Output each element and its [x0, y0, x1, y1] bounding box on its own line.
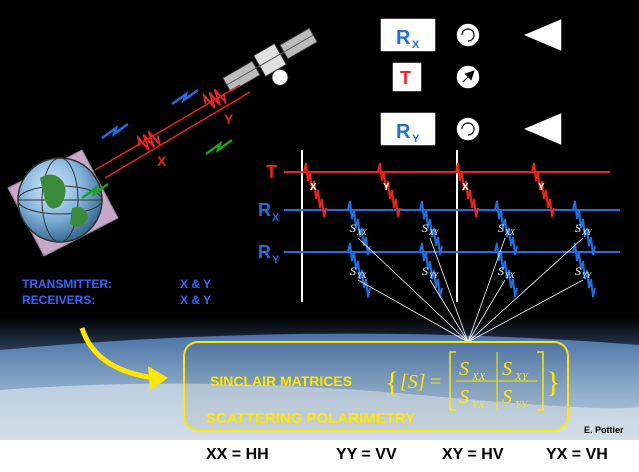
convergence-lines — [357, 237, 584, 343]
transmitter-label: TRANSMITTER: — [22, 277, 112, 291]
footer-eq-hv: XY = HV — [442, 446, 504, 463]
rx-s-sub: XY — [428, 228, 440, 237]
ry-s-sub: YX — [357, 271, 367, 280]
ry-s-sub: YX — [505, 271, 515, 280]
row-rx-label: R — [258, 200, 271, 220]
rx-pulse-icon — [419, 200, 443, 256]
tx-mark-label: X — [462, 182, 469, 193]
lightning-arrow-icon — [171, 88, 199, 106]
radar-block-diagram: R X T R Y A X A Y — [379, 16, 563, 148]
sinclair-label: SINCLAIR MATRICES — [210, 373, 352, 389]
rx-block-label: R — [396, 27, 411, 49]
ry-block-sub: Y — [412, 133, 420, 145]
ry-s-label: S — [498, 264, 504, 278]
rx-s-sub: XX — [504, 228, 516, 237]
rx-s-label: S — [498, 221, 504, 235]
matrix-s11-sub: XX — [471, 371, 487, 383]
pulse-x-label: X — [157, 153, 167, 169]
ry-s-sub: YY — [429, 271, 439, 280]
ry-s-label: S — [422, 264, 428, 278]
matrix-brace-left: { — [385, 366, 399, 399]
ry-s-label: S — [575, 264, 581, 278]
polarimetry-diagram: X Y R X T R Y A X A Y — [0, 16, 639, 440]
matrix-s22-sub: YY — [515, 399, 529, 411]
tx-pulse-icon — [455, 162, 479, 218]
matrix-s22: S — [502, 386, 512, 408]
tx-mark-label: Y — [538, 182, 545, 193]
matrix-s21-sub: YX — [472, 399, 486, 411]
pulse-y-icon — [202, 88, 227, 109]
ry-pulse-icon — [494, 242, 518, 298]
lightning-arrow-icon — [81, 182, 109, 200]
lightning-arrow-icon — [205, 138, 233, 156]
antenna-x-icon — [520, 16, 563, 54]
rx-pulse-icon — [572, 200, 596, 256]
transmitter-value: X & Y — [180, 277, 211, 291]
rx-pulse-icon — [347, 200, 371, 256]
lightning-arrow-icon — [101, 122, 129, 140]
beam-line — [104, 91, 251, 179]
matrix-s21: S — [459, 386, 469, 408]
ry-pulse-icon — [572, 242, 596, 298]
credit-label: E. Pottier — [584, 425, 624, 435]
formula-lhs: [S] — [400, 371, 426, 393]
row-ry-sub: Y — [272, 254, 280, 266]
footer-eq-vh: YX = VH — [546, 446, 608, 463]
ry-s-label: S — [350, 264, 356, 278]
ry-pulse-icon — [419, 242, 443, 298]
ry-s-sub: YY — [582, 271, 592, 280]
ry-block-label: R — [396, 121, 411, 143]
pulse-y-label: Y — [224, 111, 234, 127]
matrix-brace-right: } — [546, 366, 560, 399]
ry-block — [379, 111, 437, 147]
matrix-s12-sub: XY — [514, 371, 530, 383]
row-ry-label: R — [258, 242, 271, 262]
antenna-y-sub: Y — [547, 101, 555, 113]
tx-pulse-icon — [303, 162, 327, 218]
cloud-layer — [0, 383, 639, 440]
slide: X Y R X T R Y A X A Y — [0, 0, 639, 440]
rx-block-sub: X — [412, 39, 420, 51]
antenna-y-icon — [520, 110, 563, 148]
receivers-label: RECEIVERS: — [22, 293, 95, 307]
globe-icon — [7, 149, 119, 257]
row-rx-sub: X — [272, 212, 280, 224]
ry-pulse-icon — [347, 242, 371, 298]
footer-equations: XX = HH YY = VV XY = HV YX = VH — [0, 440, 639, 472]
rx-s-label: S — [422, 221, 428, 235]
t-block-label: T — [400, 68, 411, 88]
pulse-x-icon — [136, 130, 161, 151]
rx-pulse-icon — [494, 200, 518, 256]
tx-pulse-icon — [531, 162, 555, 218]
arrow-head — [148, 366, 168, 390]
antenna-y-label: A — [534, 89, 546, 108]
receivers-value: X & Y — [180, 293, 211, 307]
circulator-icon — [455, 22, 481, 48]
satellite-icon — [222, 27, 318, 93]
rx-s-label: S — [575, 221, 581, 235]
tx-mark-label: Y — [383, 182, 390, 193]
antenna-x-label: A — [534, 59, 546, 78]
footer-eq-hh: XX = HH — [206, 446, 269, 463]
curved-arrow-icon — [79, 327, 156, 381]
footer-eq-vv: YY = VV — [336, 446, 397, 463]
matrix-s11: S — [459, 358, 469, 380]
row-t-label: T — [266, 162, 277, 182]
matrix-s12: S — [502, 358, 512, 380]
formula-eq: = — [430, 371, 441, 393]
rx-s-sub: XY — [581, 228, 593, 237]
matrix-box: SINCLAIR MATRICES SCATTERING POLARIMETRY… — [183, 341, 569, 431]
timing-diagram: T R X R Y X Y X Y S XX S XY S XX S XY S … — [258, 150, 620, 343]
antenna-x-sub: X — [547, 71, 555, 83]
rx-s-label: S — [350, 221, 356, 235]
tx-mark-label: X — [310, 182, 317, 193]
circulator-icon — [455, 116, 481, 142]
tx-pulse-icon — [377, 162, 401, 218]
scattering-label: SCATTERING POLARIMETRY — [206, 410, 415, 427]
rx-s-sub: XX — [356, 228, 368, 237]
rx-block — [379, 17, 437, 53]
